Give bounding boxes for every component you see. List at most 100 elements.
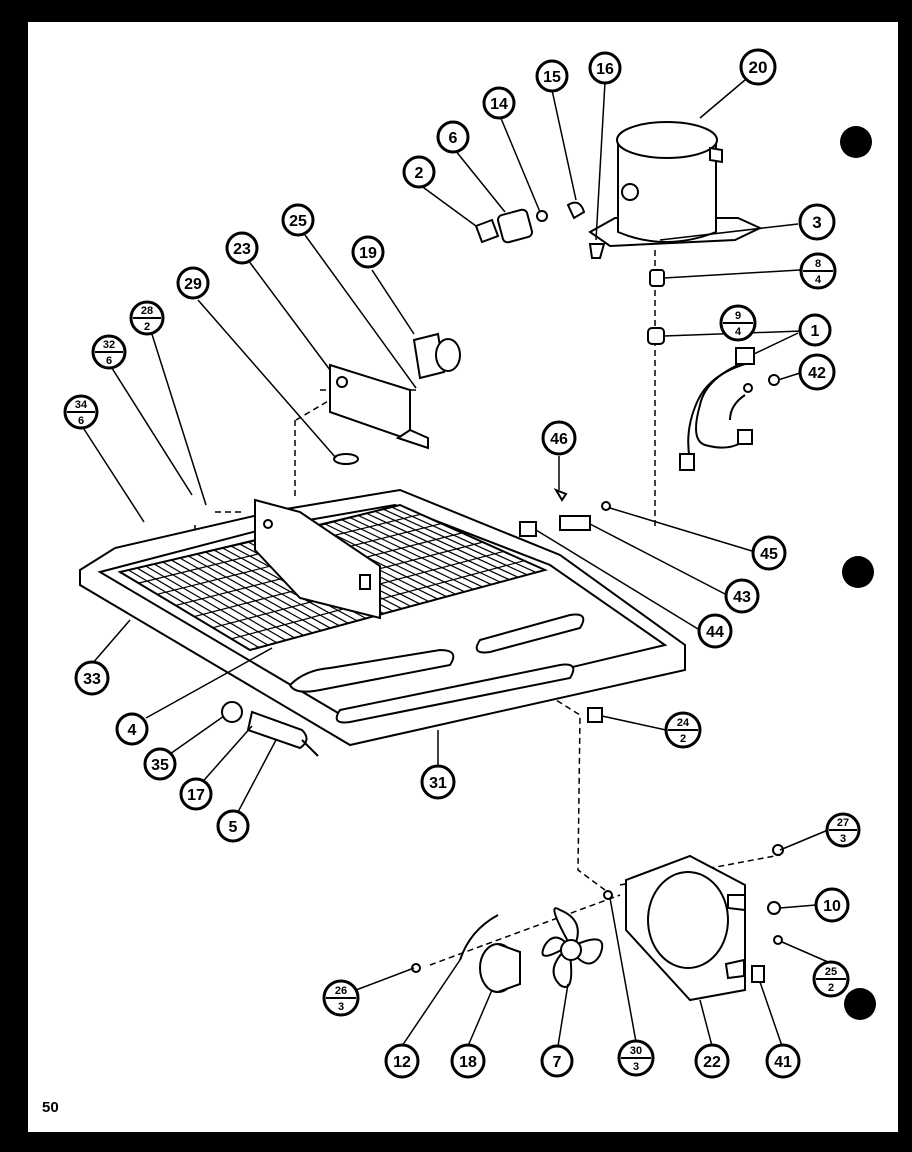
callout-12: 12 [384, 1043, 420, 1079]
callout-31-label: 31 [429, 775, 447, 792]
callout-29-label: 29 [184, 276, 202, 293]
fraction-32-top: 32 [103, 339, 115, 351]
callout-46-label: 46 [550, 431, 568, 448]
coil-tube [204, 551, 340, 627]
compressor [588, 121, 763, 248]
callout-6-label: 6 [449, 130, 458, 147]
coil-tube [179, 557, 313, 634]
coil-tube [162, 561, 295, 639]
callout-41: 41 [765, 1043, 801, 1079]
fraction-callout-32-6: 326 [91, 334, 127, 370]
callout-7: 7 [540, 1044, 574, 1078]
coil-tube [365, 512, 510, 581]
callout-42: 42 [798, 353, 836, 391]
callout-22-label: 22 [703, 1054, 721, 1071]
coil-tube [331, 520, 474, 590]
callout-45: 45 [751, 535, 787, 571]
callout-16: 16 [588, 51, 622, 85]
coil-tube [213, 549, 349, 624]
coil-tube [145, 565, 278, 644]
coil-tube [119, 571, 251, 651]
coil-tube [340, 518, 483, 588]
callout-4-label: 4 [128, 722, 137, 739]
fan-motor [459, 914, 521, 993]
callout-19-label: 19 [359, 245, 377, 262]
callout-3-label: 3 [812, 213, 821, 232]
callout-3: 3 [798, 203, 836, 241]
callout-18-label: 18 [459, 1054, 477, 1071]
punch-hole-bottom [844, 988, 876, 1020]
coil-tube [314, 524, 456, 595]
callout-41-label: 41 [774, 1054, 792, 1071]
fraction-24-top: 24 [677, 717, 690, 729]
fraction-28-bottom: 2 [144, 321, 150, 333]
fraction-callout-26-3: 263 [322, 979, 360, 1017]
drier [221, 701, 319, 757]
fraction-callout-34-6: 346 [63, 394, 99, 430]
fraction-30-top: 30 [630, 1045, 642, 1057]
fraction-callout-group: 84 94 282 326 346 242 273 252 263 303 [63, 252, 861, 1077]
callout-17: 17 [179, 777, 213, 811]
callout-44-label: 44 [706, 624, 724, 641]
relay-assembly [474, 201, 606, 259]
coil-tube [187, 555, 322, 632]
callout-16-label: 16 [596, 61, 614, 78]
grommets [647, 269, 665, 345]
fraction-34-bottom: 6 [78, 415, 84, 427]
condenser-coil [117, 498, 548, 652]
punch-hole-middle [842, 556, 874, 588]
callout-20-label: 20 [749, 58, 768, 77]
coil-tube [196, 553, 331, 629]
coil-tube [128, 569, 260, 649]
coil-tube [374, 510, 519, 578]
fraction-26-top: 26 [335, 985, 347, 997]
fraction-28-top: 28 [141, 305, 153, 317]
callout-5-label: 5 [229, 819, 238, 836]
callout-44: 44 [697, 613, 733, 649]
coil-tube [136, 567, 269, 646]
callout-31: 31 [420, 764, 456, 800]
coil-fin [249, 569, 546, 651]
fraction-27-top: 27 [837, 817, 849, 829]
fraction-callout-30-3: 303 [617, 1039, 655, 1077]
callout-23-label: 23 [233, 241, 251, 258]
callout-43-label: 43 [733, 589, 751, 606]
fraction-27-bottom: 3 [840, 833, 846, 845]
fraction-callout-9-4: 94 [719, 304, 757, 342]
callout-2-label: 2 [415, 165, 424, 182]
callout-18: 18 [450, 1043, 486, 1079]
fraction-25-bottom: 2 [828, 982, 834, 994]
callout-33-label: 33 [83, 671, 101, 688]
callout-2: 2 [402, 155, 436, 189]
fraction-9-top: 9 [735, 310, 741, 322]
callout-10-label: 10 [823, 898, 841, 915]
callout-43: 43 [724, 578, 760, 614]
callout-10: 10 [814, 887, 850, 923]
fraction-26-bottom: 3 [338, 1001, 344, 1013]
small-hardware [519, 487, 611, 723]
callout-15-label: 15 [543, 69, 561, 86]
fraction-callout-24-2: 242 [664, 711, 702, 749]
fraction-25-top: 25 [825, 966, 837, 978]
coil-tube [170, 559, 304, 636]
coil-tube [348, 516, 492, 586]
callout-33: 33 [74, 660, 110, 696]
page-number: 50 [42, 1099, 59, 1116]
callout-25-label: 25 [289, 213, 307, 230]
coil-tube [153, 563, 287, 641]
callout-14: 14 [482, 86, 516, 120]
callout-14-label: 14 [490, 96, 508, 113]
callout-4: 4 [115, 712, 149, 746]
coil-tube [391, 506, 537, 573]
coil-tube [382, 508, 528, 576]
callout-6: 6 [436, 120, 470, 154]
callout-15: 15 [535, 59, 569, 93]
callout-23: 23 [225, 231, 259, 265]
fraction-24-bottom: 2 [680, 733, 686, 745]
fraction-32-bottom: 6 [106, 355, 112, 367]
callout-29: 29 [176, 266, 210, 300]
fan-assembly [411, 844, 784, 1002]
callout-group: 20 16 15 14 6 2 3 1 42 25 23 19 29 46 45… [74, 48, 850, 1079]
